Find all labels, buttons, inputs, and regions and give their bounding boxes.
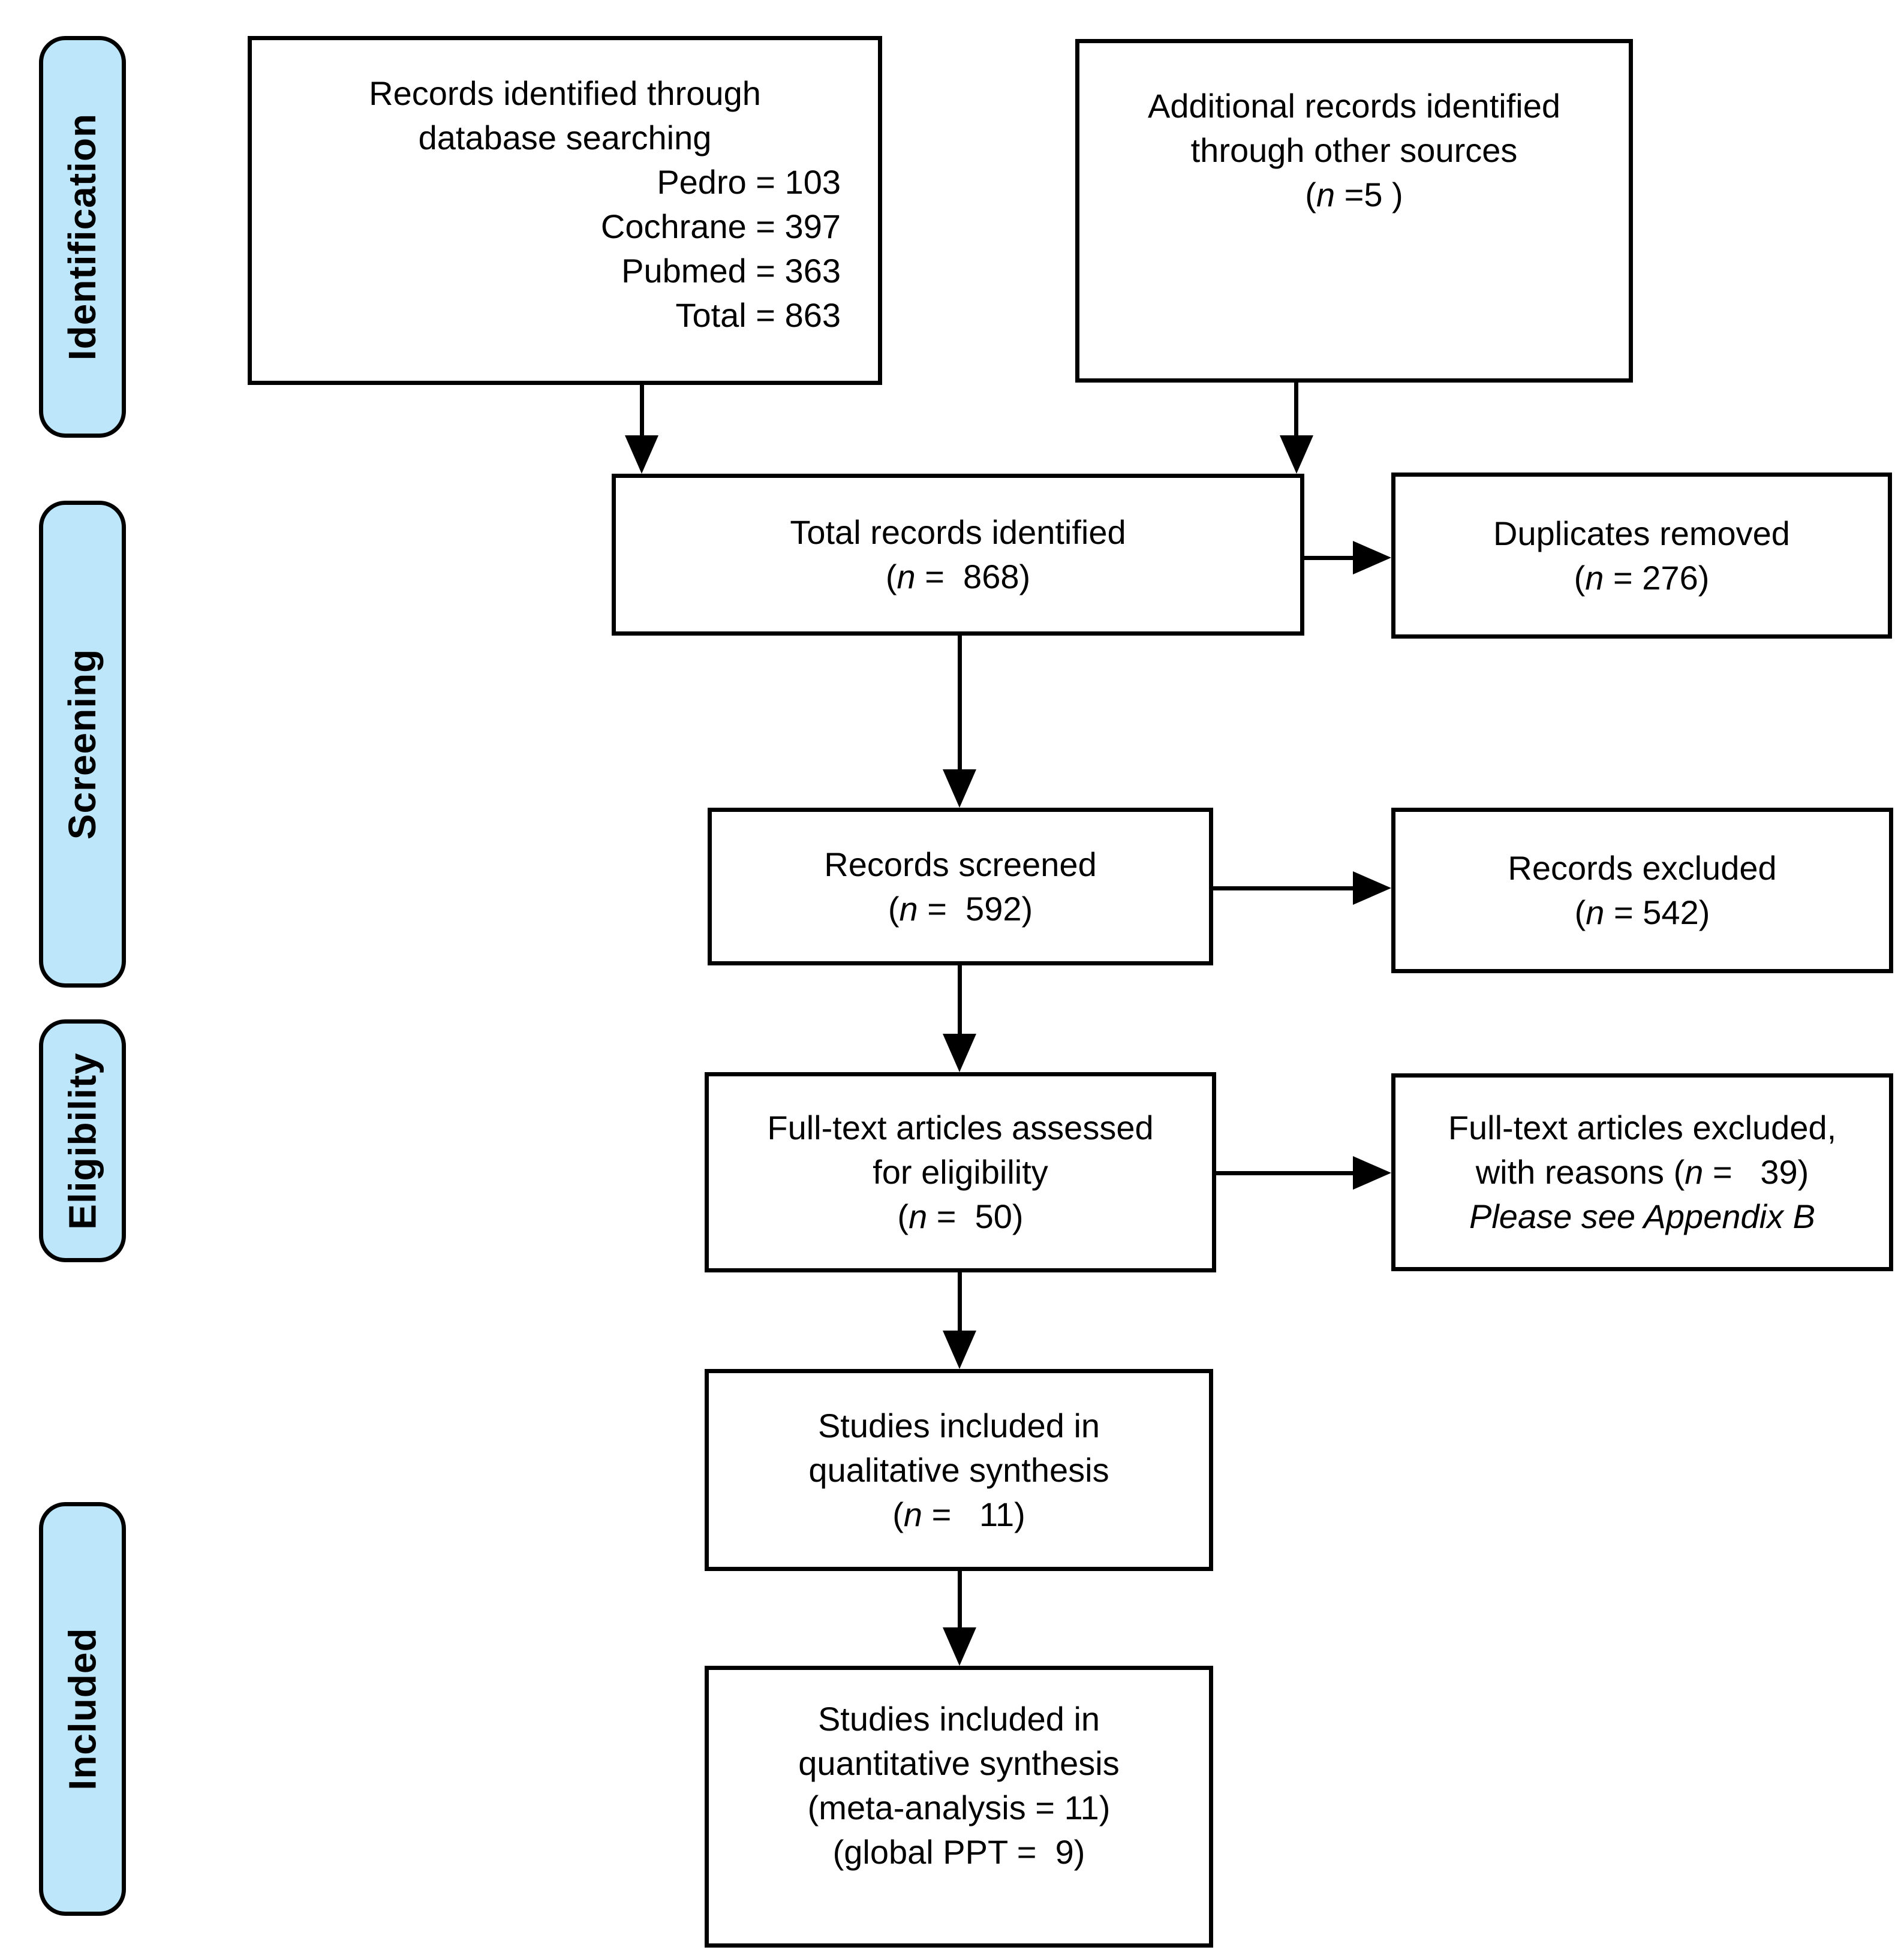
- box-quantitative-line-1: Studies included in: [817, 1700, 1100, 1738]
- box-qualitative-line-2: qualitative synthesis: [808, 1451, 1109, 1489]
- arrowhead-right-icon: [1353, 871, 1391, 905]
- italic-n: n: [903, 1495, 923, 1533]
- arrowhead-down-icon: [943, 1331, 976, 1369]
- box-qualitative-line-1: Studies included in: [817, 1406, 1100, 1445]
- box-records-screened-n: (n = 592): [888, 889, 1033, 928]
- box-quantitative-synthesis: Studies included in quantitative synthes…: [705, 1666, 1213, 1948]
- box-total-identified-line-1: Total records identified: [790, 513, 1126, 551]
- box-other-sources-n: (n =5 ): [1305, 176, 1403, 213]
- stage-included: Included: [39, 1502, 126, 1916]
- box-quantitative-line-2: quantitative synthesis: [798, 1744, 1120, 1782]
- connector-screened-to-fulltext: [958, 965, 962, 1034]
- box-records-excluded: Records excluded (n = 542): [1391, 808, 1893, 973]
- arrowhead-right-icon: [1353, 541, 1391, 574]
- box-fulltext-assessed-line-2: for eligibility: [873, 1153, 1048, 1191]
- box-records-excluded-n: (n = 542): [1574, 893, 1710, 931]
- connector-fulltext-to-qualitative: [958, 1272, 962, 1331]
- box-records-screened: Records screened (n = 592): [708, 808, 1213, 965]
- connector-total-to-duplicates: [1304, 556, 1353, 560]
- box-duplicates-removed-line-1: Duplicates removed: [1493, 514, 1790, 552]
- stat-cochrane: Cochrane = 397: [600, 207, 841, 245]
- arrowhead-down-icon: [943, 1034, 976, 1072]
- connector-fulltext-to-ftexcluded: [1216, 1171, 1353, 1175]
- box-duplicates-removed-n: (n = 276): [1574, 558, 1710, 597]
- box-fulltext-excluded-line-2: with reasons (n = 39): [1475, 1153, 1809, 1191]
- italic-n: n: [1316, 176, 1335, 213]
- italic-n: n: [1586, 893, 1605, 931]
- box-qualitative-n: (n = 11): [892, 1495, 1025, 1533]
- box-quantitative-line-3: (meta-analysis = 11): [807, 1789, 1111, 1826]
- connector-screened-to-excluded: [1213, 886, 1353, 890]
- box-duplicates-removed: Duplicates removed (n = 276): [1391, 473, 1892, 639]
- italic-n: n: [899, 889, 918, 928]
- box-records-screened-line-1: Records screened: [824, 845, 1097, 883]
- arrowhead-down-icon: [943, 769, 976, 808]
- box-other-sources-line-2: through other sources: [1190, 131, 1518, 169]
- stage-identification: Identification: [39, 36, 126, 438]
- box-fulltext-assessed-line-1: Full-text articles assessed: [767, 1109, 1154, 1146]
- connector-othersources-to-total: [1294, 383, 1298, 435]
- connector-total-to-screened: [958, 636, 962, 769]
- box-total-identified: Total records identified (n = 868): [612, 474, 1304, 636]
- box-fulltext-assessed: Full-text articles assessed for eligibil…: [705, 1072, 1216, 1272]
- box-quantitative-line-4: (global PPT = 9): [832, 1833, 1085, 1871]
- box-other-sources: Additional records identified through ot…: [1075, 39, 1633, 383]
- italic-n: n: [1685, 1153, 1704, 1191]
- stat-pedro: Pedro = 103: [657, 163, 841, 201]
- box-records-excluded-line-1: Records excluded: [1508, 849, 1777, 887]
- stat-total: Total = 863: [675, 296, 841, 334]
- box-database-search-title-1: Records identified through: [369, 74, 761, 112]
- arrowhead-down-icon: [943, 1627, 976, 1666]
- arrowhead-down-icon: [625, 435, 658, 474]
- connector-qualitative-to-quantitative: [958, 1571, 962, 1627]
- italic-n: n: [897, 558, 916, 595]
- box-fulltext-excluded-line-1: Full-text articles excluded,: [1448, 1109, 1837, 1146]
- box-total-identified-n: (n = 868): [885, 558, 1031, 595]
- box-database-search: Records identified through database sear…: [248, 36, 882, 385]
- box-fulltext-assessed-n: (n = 50): [897, 1197, 1024, 1235]
- stage-screening: Screening: [39, 501, 126, 988]
- stage-eligibility-label: Eligibility: [61, 1052, 104, 1230]
- stage-identification-label: Identification: [61, 113, 104, 361]
- box-fulltext-excluded: Full-text articles excluded, with reason…: [1391, 1073, 1893, 1271]
- italic-n: n: [1585, 558, 1604, 597]
- box-qualitative-synthesis: Studies included in qualitative synthesi…: [705, 1369, 1213, 1571]
- box-other-sources-line-1: Additional records identified: [1148, 87, 1560, 125]
- stage-screening-label: Screening: [61, 648, 104, 840]
- italic-n: n: [909, 1197, 928, 1235]
- box-database-search-title-2: database searching: [418, 119, 712, 157]
- arrowhead-right-icon: [1353, 1156, 1391, 1190]
- stage-included-label: Included: [61, 1627, 104, 1790]
- stat-pubmed: Pubmed = 363: [621, 252, 841, 290]
- stage-eligibility: Eligibility: [39, 1019, 126, 1262]
- box-fulltext-excluded-note: Please see Appendix B: [1469, 1197, 1815, 1235]
- connector-dbsearch-to-total: [640, 385, 644, 435]
- arrowhead-down-icon: [1280, 435, 1313, 474]
